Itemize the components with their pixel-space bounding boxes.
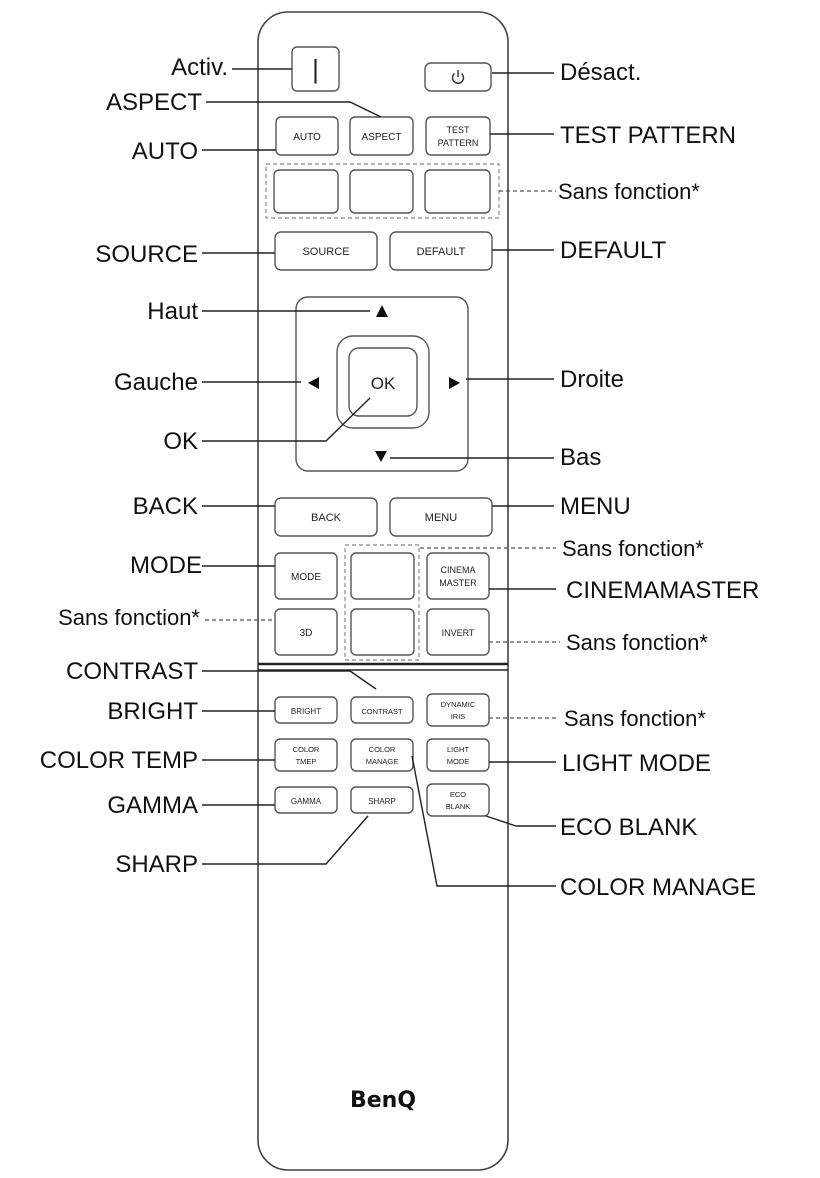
label-bas: Bas xyxy=(560,444,601,471)
auto-button[interactable] xyxy=(275,116,339,156)
cinema-master-button-label-1: CINEMA xyxy=(440,565,475,575)
contrast-button-label: CONTRAST xyxy=(361,707,403,716)
ok-button-label: OK xyxy=(371,374,396,393)
down-arrow-icon[interactable] xyxy=(375,451,387,462)
label-source: SOURCE xyxy=(95,241,198,268)
color-manage-button-label-1: COLOR xyxy=(369,745,396,754)
unassigned-button-1[interactable] xyxy=(273,169,339,214)
color-temp-button-label-2: TMEP xyxy=(296,757,317,766)
up-arrow-icon[interactable] xyxy=(376,305,388,317)
source-button-label: SOURCE xyxy=(302,246,349,258)
bright-button-label: BRIGHT xyxy=(291,707,321,716)
source-button[interactable] xyxy=(274,231,378,271)
eco-blank-button[interactable] xyxy=(426,783,490,817)
label-sans-fonction-3d: Sans fonction* xyxy=(58,605,200,630)
callout-labels: Activ. Désact. ASPECT AUTO TEST PATTERN … xyxy=(40,54,760,901)
label-test-pattern: TEST PATTERN xyxy=(560,122,736,149)
label-default: DEFAULT xyxy=(560,237,667,264)
right-arrow-icon[interactable] xyxy=(449,377,460,389)
contrast-button[interactable] xyxy=(350,696,414,724)
label-back: BACK xyxy=(133,493,198,520)
unassigned-button-5[interactable] xyxy=(350,608,415,656)
label-sharp: SHARP xyxy=(115,851,198,878)
back-button-label: BACK xyxy=(311,512,342,524)
unassigned-button-4[interactable] xyxy=(350,552,415,600)
cinema-master-button[interactable] xyxy=(426,552,490,600)
eco-blank-button-label-2: BLANK xyxy=(446,802,471,811)
label-cinemamaster: CINEMAMASTER xyxy=(566,577,759,604)
light-mode-button[interactable] xyxy=(426,738,490,772)
back-button[interactable] xyxy=(274,497,378,537)
test-pattern-button-label-1: TEST xyxy=(446,125,470,135)
default-button-label: DEFAULT xyxy=(417,246,466,258)
sharp-button-label: SHARP xyxy=(368,797,396,806)
invert-button[interactable] xyxy=(426,608,490,656)
label-aspect: ASPECT xyxy=(106,89,202,116)
label-desact: Désact. xyxy=(560,59,641,86)
eco-blank-button-label-1: ECO xyxy=(450,790,466,799)
cinema-master-button-label-2: MASTER xyxy=(439,578,477,588)
unassigned-button-3[interactable] xyxy=(424,169,491,214)
brand-logo: BenQ xyxy=(350,1088,416,1113)
label-menu: MENU xyxy=(560,493,631,520)
label-eco-blank: ECO BLANK xyxy=(560,814,697,841)
label-sans-fonction-invert: Sans fonction* xyxy=(566,630,708,655)
label-gamma: GAMMA xyxy=(107,792,198,819)
label-haut: Haut xyxy=(147,298,198,325)
power-icon xyxy=(451,70,465,84)
label-sans-fonction-iris: Sans fonction* xyxy=(564,706,706,731)
unassigned-button-2[interactable] xyxy=(349,169,414,214)
label-droite: Droite xyxy=(560,366,624,393)
power-on-button-label: | xyxy=(312,54,319,84)
left-arrow-icon[interactable] xyxy=(308,377,319,389)
aspect-button-label: ASPECT xyxy=(361,132,401,143)
color-manage-button-label-2: MANAGE xyxy=(366,757,399,766)
auto-button-label: AUTO xyxy=(293,132,321,143)
test-pattern-button-label-2: PATTERN xyxy=(438,138,479,148)
label-auto: AUTO xyxy=(132,138,198,165)
mode-button-label: MODE xyxy=(291,572,321,583)
menu-button-label: MENU xyxy=(425,512,457,524)
color-temp-button[interactable] xyxy=(274,738,338,772)
mode-button[interactable] xyxy=(274,552,338,600)
dynamic-iris-button[interactable] xyxy=(426,693,490,727)
3d-button[interactable] xyxy=(274,608,338,656)
light-mode-button-label-1: LIGHT xyxy=(447,745,470,754)
sharp-button[interactable] xyxy=(350,786,414,814)
leader-lines xyxy=(202,68,560,887)
invert-button-label: INVERT xyxy=(442,628,475,638)
label-color-manage: COLOR MANAGE xyxy=(560,874,756,901)
gamma-button[interactable] xyxy=(274,786,338,814)
light-mode-button-label-2: MODE xyxy=(447,757,470,766)
menu-button[interactable] xyxy=(389,497,493,537)
label-contrast: CONTRAST xyxy=(66,658,198,685)
label-mode: MODE xyxy=(130,552,202,579)
aspect-button[interactable] xyxy=(349,116,414,156)
bright-button[interactable] xyxy=(274,696,338,724)
color-manage-button[interactable] xyxy=(350,738,414,772)
label-light-mode: LIGHT MODE xyxy=(562,750,711,777)
label-sans-fonction-top: Sans fonction* xyxy=(558,179,700,204)
default-button[interactable] xyxy=(389,231,493,271)
label-activ: Activ. xyxy=(171,54,228,81)
ok-button[interactable] xyxy=(348,347,418,417)
label-color-temp: COLOR TEMP xyxy=(40,747,198,774)
dynamic-iris-button-label-2: IRIS xyxy=(451,712,466,721)
label-gauche: Gauche xyxy=(114,369,198,396)
label-sans-fonction-mode: Sans fonction* xyxy=(562,536,704,561)
dynamic-iris-button-label-1: DYNAMIC xyxy=(441,700,476,709)
unassigned-group-middle xyxy=(344,544,420,661)
label-ok: OK xyxy=(163,428,198,455)
color-temp-button-label-1: COLOR xyxy=(293,745,320,754)
gamma-button-label: GAMMA xyxy=(291,797,322,806)
test-pattern-button[interactable] xyxy=(425,116,491,156)
3d-button-label: 3D xyxy=(300,628,313,639)
label-bright: BRIGHT xyxy=(107,698,198,725)
